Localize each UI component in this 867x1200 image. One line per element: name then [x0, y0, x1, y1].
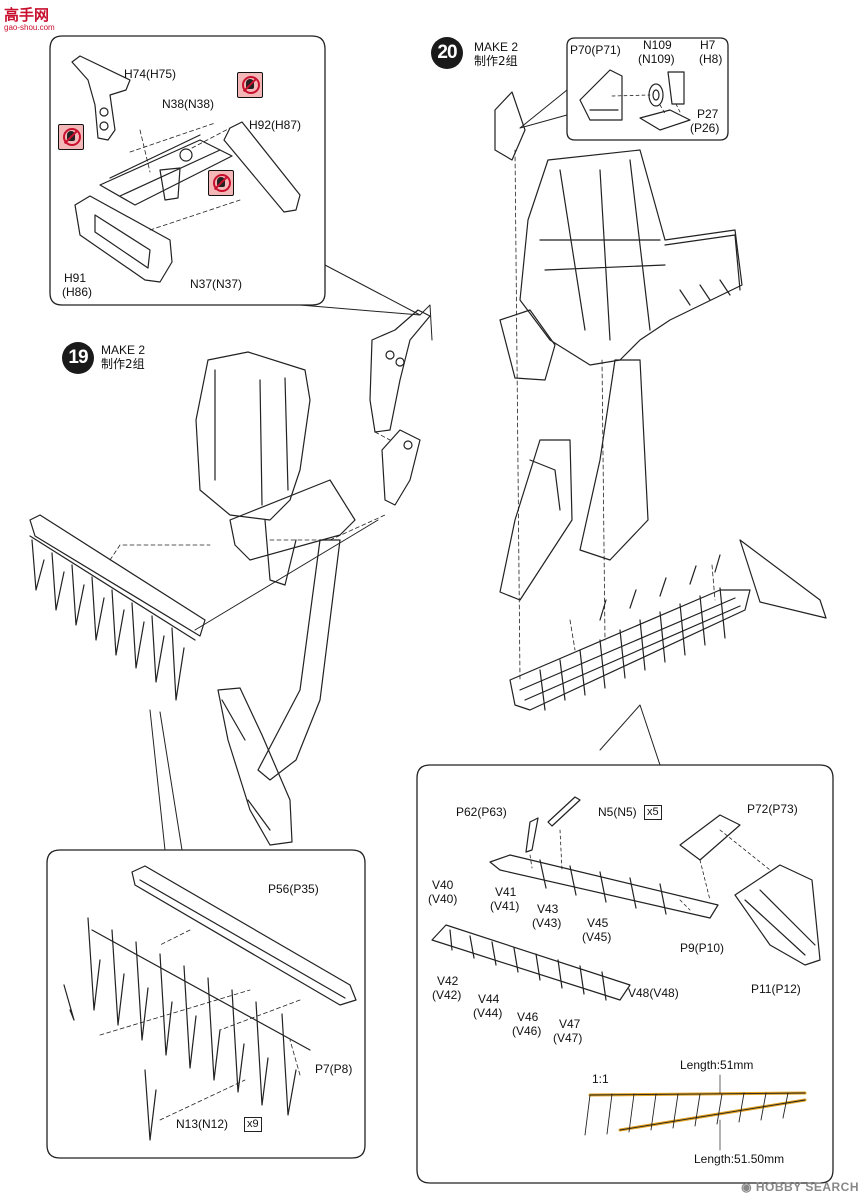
label-v44: V44 [478, 992, 500, 1006]
qty-n13: x9 [244, 1117, 262, 1132]
no-glue-icon [208, 170, 234, 196]
label-v46b: (V46) [512, 1024, 542, 1038]
label-v47: V47 [559, 1017, 581, 1031]
one-to-one-diagram [584, 1074, 807, 1151]
step20-badge: 20 [431, 37, 463, 69]
label-n13: N13(N12) [176, 1117, 229, 1131]
hobbysearch-text: HOBBY SEARCH [755, 1180, 859, 1194]
label-v42b: (V42) [432, 988, 462, 1002]
step20-make-label: MAKE 2 制作2组 [474, 40, 518, 68]
label-n5: N5(N5) [598, 805, 637, 819]
label-n37: N37(N37) [190, 277, 243, 291]
label-v45: V45 [587, 916, 609, 930]
label-p56: P56(P35) [268, 882, 319, 896]
step20-main-assembly [494, 91, 827, 766]
label-p9: P9(P10) [680, 941, 725, 955]
qty-n5: x5 [644, 805, 662, 820]
step20-make-en: MAKE 2 [474, 40, 519, 54]
label-h91: H91 [64, 271, 87, 285]
step19-make-cn: 制作2组 [101, 357, 145, 371]
label-v40b: (V40) [428, 892, 458, 906]
label-h8: (H8) [699, 52, 723, 66]
label-h86: (H86) [62, 285, 93, 299]
site-logo-url: gao-shou.com [4, 23, 55, 32]
label-p70: P70(P71) [570, 43, 621, 57]
label-v41b: (V41) [490, 899, 520, 913]
label-p72: P72(P73) [747, 802, 798, 816]
scale-label: 1:1 [592, 1072, 609, 1086]
site-logo: 高手网 gao-shou.com [4, 4, 70, 32]
label-h74: H74(H75) [124, 67, 177, 81]
step20-bottom-inset [416, 764, 834, 1184]
label-v44b: (V44) [473, 1006, 503, 1020]
step19-bottom-inset [46, 709, 366, 1159]
hobbysearch-watermark: ◉ HOBBY SEARCH [741, 1180, 859, 1194]
label-v43b: (V43) [532, 916, 562, 930]
site-logo-text: 高手网 [4, 6, 50, 24]
label-n109b: (N109) [638, 52, 675, 66]
label-p62: P62(P63) [456, 805, 507, 819]
label-h92: H92(H87) [249, 118, 302, 132]
label-p7: P7(P8) [315, 1062, 353, 1076]
length-label-2: Length:51.50mm [694, 1152, 785, 1166]
step19-make-label: MAKE 2 制作2组 [101, 343, 145, 371]
label-v46: V46 [517, 1010, 539, 1024]
label-p26: (P26) [690, 121, 720, 135]
label-p11: P11(P12) [751, 982, 801, 996]
label-n38: N38(N38) [162, 97, 215, 111]
step19-make-en: MAKE 2 [101, 343, 146, 357]
no-glue-icon [237, 72, 263, 98]
step19-main-assembly [29, 309, 431, 846]
no-glue-icon [58, 124, 84, 150]
label-p27: P27 [697, 107, 719, 121]
step20-make-cn: 制作2组 [474, 54, 518, 68]
label-v43: V43 [537, 902, 559, 916]
step20-top-inset [519, 37, 729, 141]
label-n109: N109 [643, 38, 672, 52]
label-h7: H7 [700, 38, 716, 52]
label-v41: V41 [495, 885, 517, 899]
length-label-1: Length:51mm [680, 1058, 754, 1072]
label-v48: V48(V48) [628, 986, 679, 1000]
label-v42: V42 [437, 974, 459, 988]
label-v40: V40 [432, 878, 454, 892]
label-v47b: (V47) [553, 1031, 583, 1045]
hobbysearch-logo-icon: ◉ [741, 1180, 756, 1194]
step19-top-inset [49, 35, 421, 316]
step19-badge: 19 [62, 342, 94, 374]
label-v45b: (V45) [582, 930, 612, 944]
